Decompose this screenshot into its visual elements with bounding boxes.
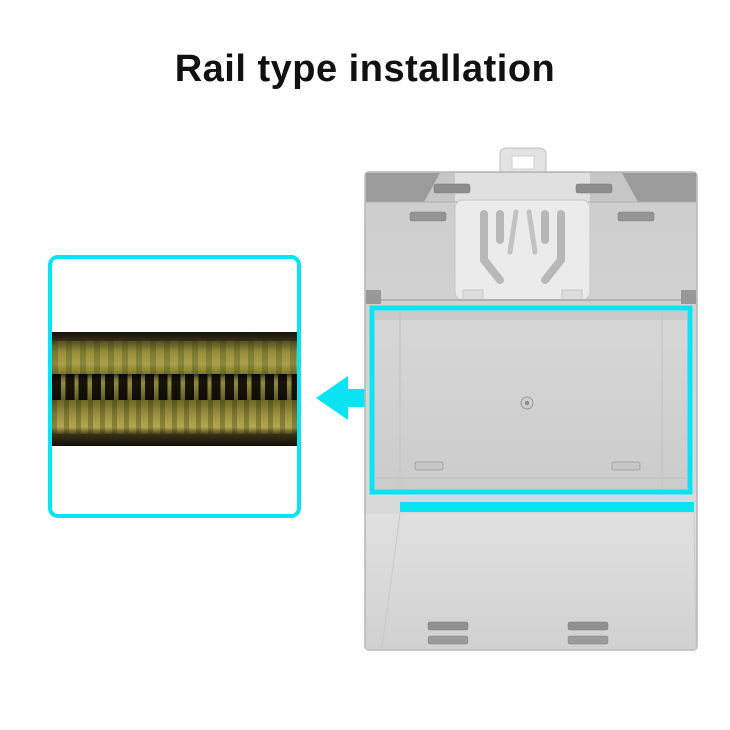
vent-slot: [617, 211, 655, 222]
vent-slots-top: [409, 183, 655, 222]
arrow-shape: [316, 376, 394, 420]
latch-window: [414, 461, 444, 471]
rail-recess-highlight: [369, 305, 693, 495]
device-bottom-panel: [366, 513, 697, 649]
mount-slot: [427, 621, 469, 631]
rail-face-lower: [52, 400, 297, 434]
page-title: Rail type installation: [174, 48, 556, 90]
mount-slot: [567, 621, 609, 631]
top-right-bevel: [622, 173, 696, 202]
spring-clip-left: [480, 210, 504, 284]
left-block-arrow-icon: [306, 368, 401, 428]
din-rail-photo: [52, 332, 297, 446]
vent-slot: [409, 211, 447, 222]
clip-tab-hole: [511, 155, 535, 170]
rail-face-upper: [52, 341, 297, 374]
rail-closeup-frame: [48, 255, 301, 518]
side-latch-left: [366, 290, 381, 304]
top-left-bevel: [366, 173, 440, 202]
din-module-back-view: [360, 140, 705, 655]
side-latch-right: [681, 290, 696, 304]
device-svg: [364, 147, 698, 651]
rail-perforations: [52, 374, 297, 400]
mount-slot: [427, 635, 469, 645]
rail-edge-top: [52, 332, 297, 341]
rail-edge-bottom: [52, 434, 297, 446]
vent-slot: [433, 183, 471, 194]
spring-clip-right: [541, 210, 565, 284]
latch-window: [611, 461, 641, 471]
shoulder-step: [365, 290, 697, 304]
mount-slot: [567, 635, 609, 645]
din-clip-housing: [454, 199, 591, 301]
rail-lip-highlight: [400, 502, 694, 512]
vent-slot: [575, 183, 613, 194]
arrow-svg: [316, 376, 394, 420]
